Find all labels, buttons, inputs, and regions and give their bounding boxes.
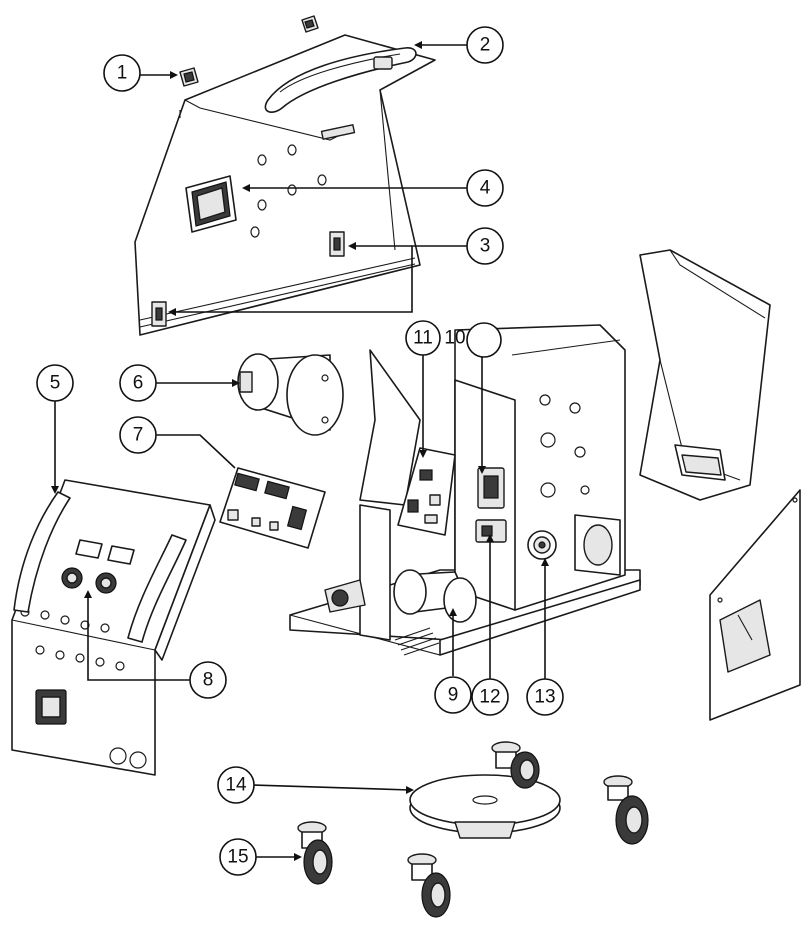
castor-wheel-3 <box>491 741 540 789</box>
wire-feed-motor <box>324 569 477 623</box>
callout-15: 15 <box>219 838 257 876</box>
callout-12: 12 <box>471 678 509 716</box>
turntable-base <box>409 774 561 839</box>
callout-4: 4 <box>466 169 504 207</box>
front-handles <box>13 491 187 643</box>
callout-11: 11 <box>405 320 441 356</box>
power-switch <box>477 467 505 509</box>
callout-label-10: 10 <box>444 328 465 349</box>
callout-13: 13 <box>526 678 564 716</box>
callout-label-7: 7 <box>133 425 144 446</box>
callout-label-2: 2 <box>480 35 491 56</box>
callout-label-13: 13 <box>534 687 555 708</box>
hinges <box>151 231 345 327</box>
callout-label-3: 3 <box>480 236 491 257</box>
callout-label-8: 8 <box>203 670 214 691</box>
callout-9: 9 <box>434 676 472 714</box>
leader-lines <box>51 41 549 861</box>
main-pcb <box>397 447 456 536</box>
callout-8: 8 <box>189 661 227 699</box>
callout-label-11: 11 <box>413 328 433 349</box>
castor-wheel-2 <box>407 853 451 918</box>
right-side-panel <box>709 489 801 721</box>
torch-socket <box>527 530 557 560</box>
callout-label-6: 6 <box>133 373 144 394</box>
callout-2: 2 <box>466 26 504 64</box>
castor-wheel-1 <box>297 821 333 885</box>
callout-6: 6 <box>119 364 157 402</box>
front-panel <box>11 479 216 776</box>
callout-label-5: 5 <box>50 373 61 394</box>
callout-1: 1 <box>103 54 141 92</box>
callout-7: 7 <box>119 416 157 454</box>
callout-label-15: 15 <box>227 847 248 868</box>
callout-10: 10 <box>444 322 502 358</box>
top-handle <box>264 47 417 113</box>
callout-5: 5 <box>36 364 74 402</box>
callout-label-14: 14 <box>225 775 247 796</box>
castor-wheel-4 <box>603 775 649 845</box>
connector-block <box>475 519 507 543</box>
callout-label-1: 1 <box>117 63 128 84</box>
latch-clips <box>179 15 319 87</box>
top-hood <box>639 249 771 501</box>
callout-label-12: 12 <box>479 687 500 708</box>
spool-holder <box>237 353 344 436</box>
control-pcb <box>219 467 326 549</box>
callout-14: 14 <box>217 766 255 804</box>
viewing-window <box>185 175 237 233</box>
callout-3: 3 <box>466 227 504 265</box>
callout-label-4: 4 <box>480 178 491 199</box>
callout-label-9: 9 <box>448 685 459 706</box>
side-cover-panel <box>134 34 436 336</box>
